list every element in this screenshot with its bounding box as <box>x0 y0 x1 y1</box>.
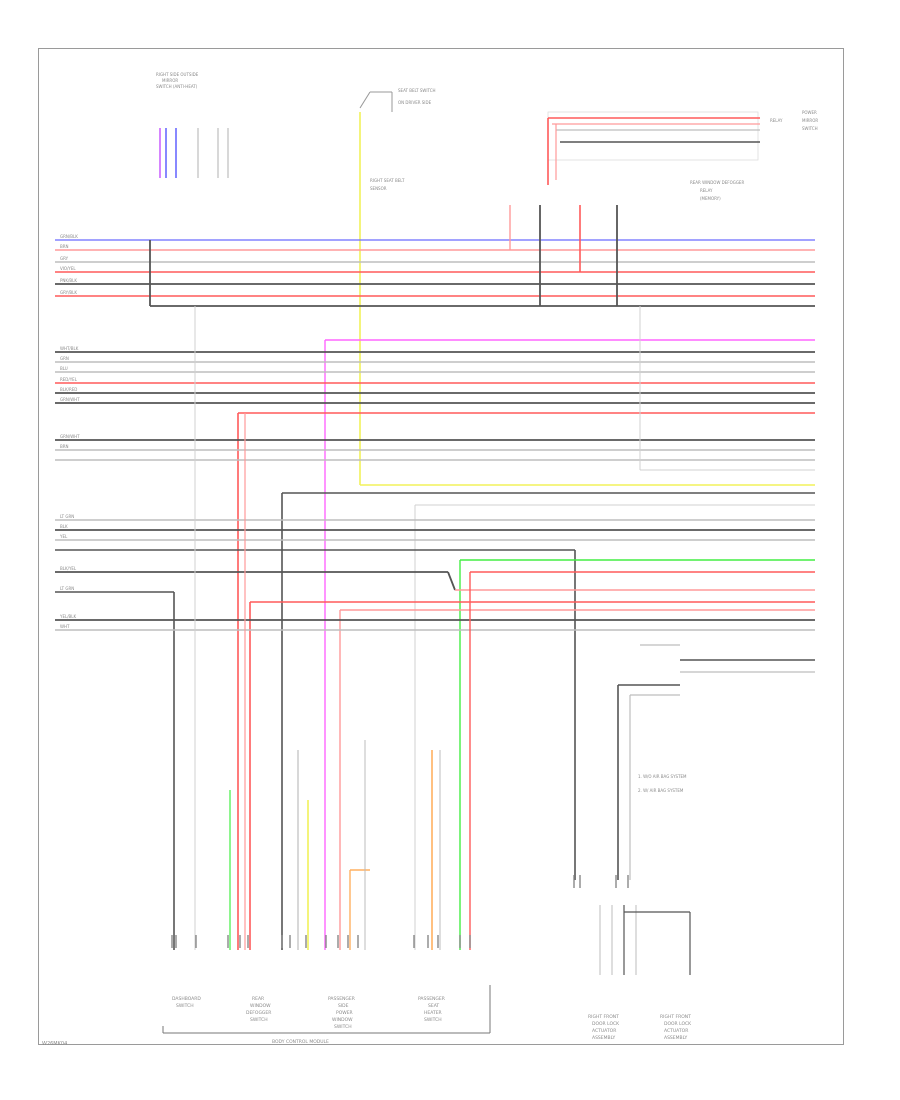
bus5-label-2: YEL/BLK <box>59 614 77 619</box>
note-2: 2. W/ AIR BAG SYSTEM <box>638 788 684 793</box>
right-block2-line-0: RIGHT FRONT <box>660 1014 691 1020</box>
bottom-verticals <box>194 306 471 950</box>
bottom-block-seat-heater: PASSENGER SEAT HEATER SWITCH <box>418 996 445 1023</box>
bus-group-5: BLK/YEL LT GRN YEL/BLK WHT <box>55 559 815 950</box>
notes: 1. W/O AIR BAG SYSTEM 2. W/ AIR BAG SYST… <box>638 774 687 793</box>
block3-line-2: POWER <box>336 1010 353 1016</box>
right-bottom-blocks: RIGHT FRONT DOOR LOCK ACTUATOR ASSEMBLY … <box>588 905 692 1041</box>
right-block1-line-3: ASSEMBLY <box>592 1035 616 1041</box>
connector-pins <box>171 875 629 948</box>
power-mirror-label-3: SWITCH <box>802 126 818 131</box>
power-mirror-label-2: MIRROR <box>802 118 818 123</box>
block2-line-0: REAR <box>252 996 264 1002</box>
bus1-label-0: GRN/BLK <box>60 234 78 239</box>
right-block2-line-3: ASSEMBLY <box>664 1035 688 1041</box>
note-1: 1. W/O AIR BAG SYSTEM <box>638 774 687 779</box>
seatbelt-switch-label-2: ON DRIVER SIDE <box>398 100 432 105</box>
right-block2-line-1: DOOR LOCK <box>664 1021 692 1027</box>
bus1-label-2: GRY <box>60 256 69 261</box>
bus2-label-2: BLU <box>60 366 68 371</box>
bus-group-1: GRN/BLK BRN GRY VIO/YEL PNK/BLK GRY/BLK <box>55 205 815 307</box>
bus4-label-1: BLK <box>60 524 68 529</box>
power-mirror-label-1: POWER <box>802 110 817 115</box>
block4-line-3: SWITCH <box>424 1017 442 1023</box>
block3-line-4: SWITCH <box>334 1024 352 1030</box>
defogger-label-3: (MEMORY) <box>700 196 721 201</box>
block4-line-0: PASSENGER <box>418 996 445 1002</box>
defogger-label-1: REAR WINDOW DEFOGGER <box>690 180 744 185</box>
top-center-seatbelt-switch: SEAT BELT SWITCH ON DRIVER SIDE RIGHT SE… <box>359 88 436 485</box>
block4-line-1: SEAT <box>428 1003 439 1009</box>
seatbelt-sensor-label-1: RIGHT SEAT BELT <box>370 178 405 183</box>
right-block1-line-0: RIGHT FRONT <box>588 1014 619 1020</box>
block1-line-0: DASHBOARD <box>172 996 201 1002</box>
block1-line-1: SWITCH <box>176 1003 194 1009</box>
bottom-block-defogger-switch: REAR WINDOW DEFOGGER SWITCH <box>246 996 271 1023</box>
bus2-label-4: BLK/RED <box>60 387 77 392</box>
block2-line-1: WINDOW <box>250 1003 271 1009</box>
bus4-label-2: YEL <box>59 534 68 539</box>
top-left-label-3: SWITCH (ANTI-HEAT) <box>156 84 198 89</box>
right-block1-line-1: DOOR LOCK <box>592 1021 620 1027</box>
top-left-label-1: RIGHT SIDE OUTSIDE <box>156 72 199 77</box>
bus-group-2: WHT/BLK GRN BLU RED/YEL BLK/RED GRN/WHT <box>55 339 815 950</box>
bottom-block-window-switch: PASSENGER SIDE POWER WINDOW SWITCH <box>328 996 355 1030</box>
defogger-label-2: RELAY <box>700 188 713 193</box>
bus5-label-0: BLK/YEL <box>60 566 77 571</box>
bus3-label-0: GRN/WHT <box>60 434 80 439</box>
right-block2-line-2: ACTUATOR <box>664 1028 688 1034</box>
bus1-label-3: VIO/YEL <box>60 266 76 271</box>
block4-line-2: HEATER <box>424 1010 442 1016</box>
relay-label: RELAY <box>770 118 783 123</box>
bus5-label-1: LT GRN <box>60 586 74 591</box>
block2-line-3: SWITCH <box>250 1017 268 1023</box>
bus2-label-5: GRN/WHT <box>60 397 80 402</box>
top-left-mirror-switch: RIGHT SIDE OUTSIDE MIRROR SWITCH (ANTI-H… <box>156 72 229 178</box>
block3-line-0: PASSENGER <box>328 996 355 1002</box>
bottom-block-dashboard: DASHBOARD SWITCH <box>172 996 201 1009</box>
bus4-label-0: LT GRN <box>60 514 74 519</box>
bus1-label-5: GRY/BLK <box>60 290 77 295</box>
seatbelt-sensor-label-2: SENSOR <box>370 186 387 191</box>
body-control-module-label: BODY CONTROL MODULE <box>272 1039 329 1045</box>
bus-group-3: GRN/WHT BRN <box>55 306 815 486</box>
right-block1-line-2: ACTUATOR <box>592 1028 616 1034</box>
seatbelt-switch-label-1: SEAT BELT SWITCH <box>398 88 436 93</box>
body-control-module-bar: BODY CONTROL MODULE <box>162 985 491 1045</box>
bus2-label-3: RED/YEL <box>60 377 78 382</box>
diagram-frame <box>38 48 844 1045</box>
block3-line-3: WINDOW <box>332 1017 353 1023</box>
right-side-wires <box>617 644 815 880</box>
bus1-label-4: PNK/BLK <box>60 278 77 283</box>
bus5-label-3: WHT <box>60 624 70 629</box>
bus1-label-1: BRN <box>60 244 69 249</box>
bus-group-4: LT GRN BLK YEL <box>55 492 815 950</box>
bus2-label-0: WHT/BLK <box>60 346 79 351</box>
block3-line-1: SIDE <box>338 1003 349 1009</box>
bus3-label-1: BRN <box>60 444 69 449</box>
top-left-label-2: MIRROR <box>162 78 178 83</box>
block2-line-2: DEFOGGER <box>246 1010 271 1016</box>
bus2-label-1: GRN <box>60 356 69 361</box>
top-right-defogger-relay: RELAY POWER MIRROR SWITCH REAR WINDOW DE… <box>547 110 818 201</box>
footer-code: W26MK04 <box>42 1041 68 1047</box>
